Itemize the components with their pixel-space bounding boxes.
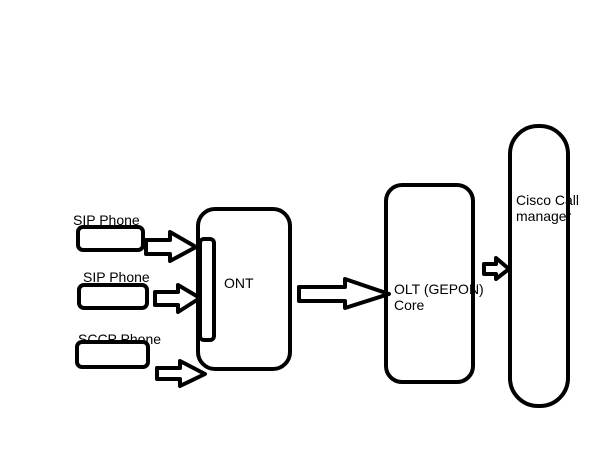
olt-label-line2: Core xyxy=(394,297,425,313)
ont-port-bar xyxy=(198,237,216,342)
call-manager-label-line1: Cisco Call xyxy=(516,192,580,208)
sccp-phone-box xyxy=(75,340,150,369)
arrow-ont-to-olt xyxy=(297,277,391,310)
ont-label: ONT xyxy=(224,275,254,291)
arrow-sccp-to-ont xyxy=(155,359,207,388)
arrow-sip1-to-ont xyxy=(144,230,198,263)
arrow-sip2-to-ont xyxy=(153,283,202,314)
sccp-phone-label: SCCP Phone xyxy=(78,331,162,347)
arrow-olt-to-call-manager xyxy=(482,256,511,281)
sip-phone-1-box xyxy=(76,225,145,252)
call-manager-box xyxy=(508,124,570,408)
sip-phone-2-box xyxy=(77,283,149,310)
sip-phone-1-label: SIP Phone xyxy=(73,212,140,228)
sip-phone-2-label: SIP Phone xyxy=(83,269,150,285)
call-manager-label-line2: manager xyxy=(516,208,572,224)
olt-box xyxy=(384,183,475,384)
olt-label-line1: OLT (GEPON) xyxy=(394,281,484,297)
